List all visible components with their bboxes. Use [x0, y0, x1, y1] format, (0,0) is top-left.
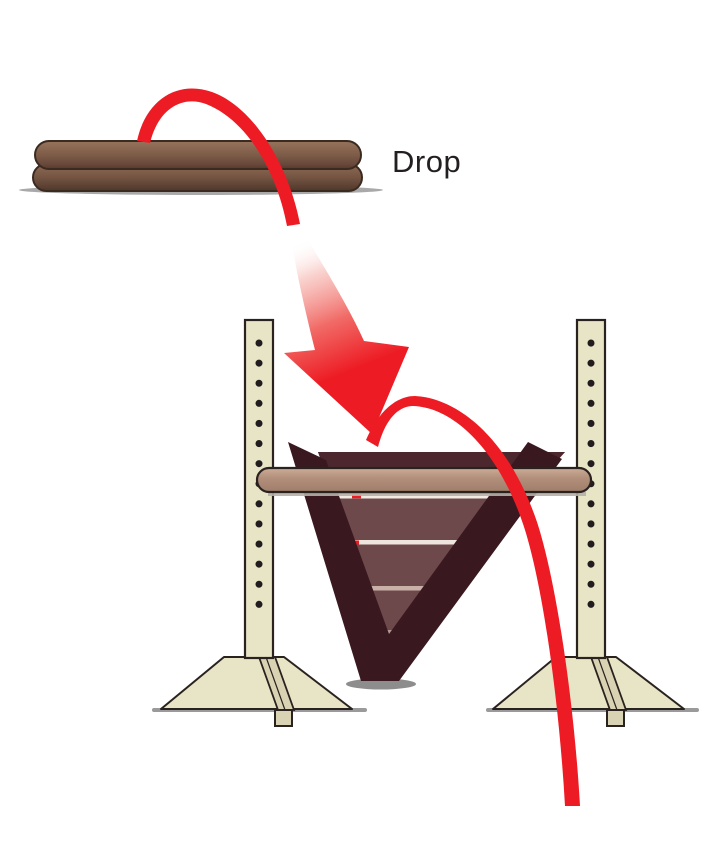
drop-arrow [284, 237, 409, 434]
stacked-mats [19, 140, 383, 195]
v-mat-outer [288, 442, 562, 681]
mat-top [34, 140, 362, 170]
crossbar-shadow [268, 492, 586, 496]
drop-arc [137, 88, 300, 226]
v-seam-1 [318, 494, 565, 499]
bounce-arc [366, 396, 580, 806]
v-seam-4 [318, 630, 565, 634]
v-seam-2 [318, 540, 565, 545]
v-mat-shadow [346, 678, 416, 690]
right-base-foot [606, 709, 625, 727]
right-base [492, 656, 685, 710]
left-base-foot [274, 709, 293, 727]
drop-label: Drop [392, 144, 462, 179]
right-standard [486, 318, 699, 727]
left-fin-line [265, 656, 286, 711]
ball-path-peek-1 [352, 494, 361, 499]
crossbar [255, 466, 593, 494]
right-fin-line [597, 656, 618, 711]
left-base [160, 656, 353, 710]
